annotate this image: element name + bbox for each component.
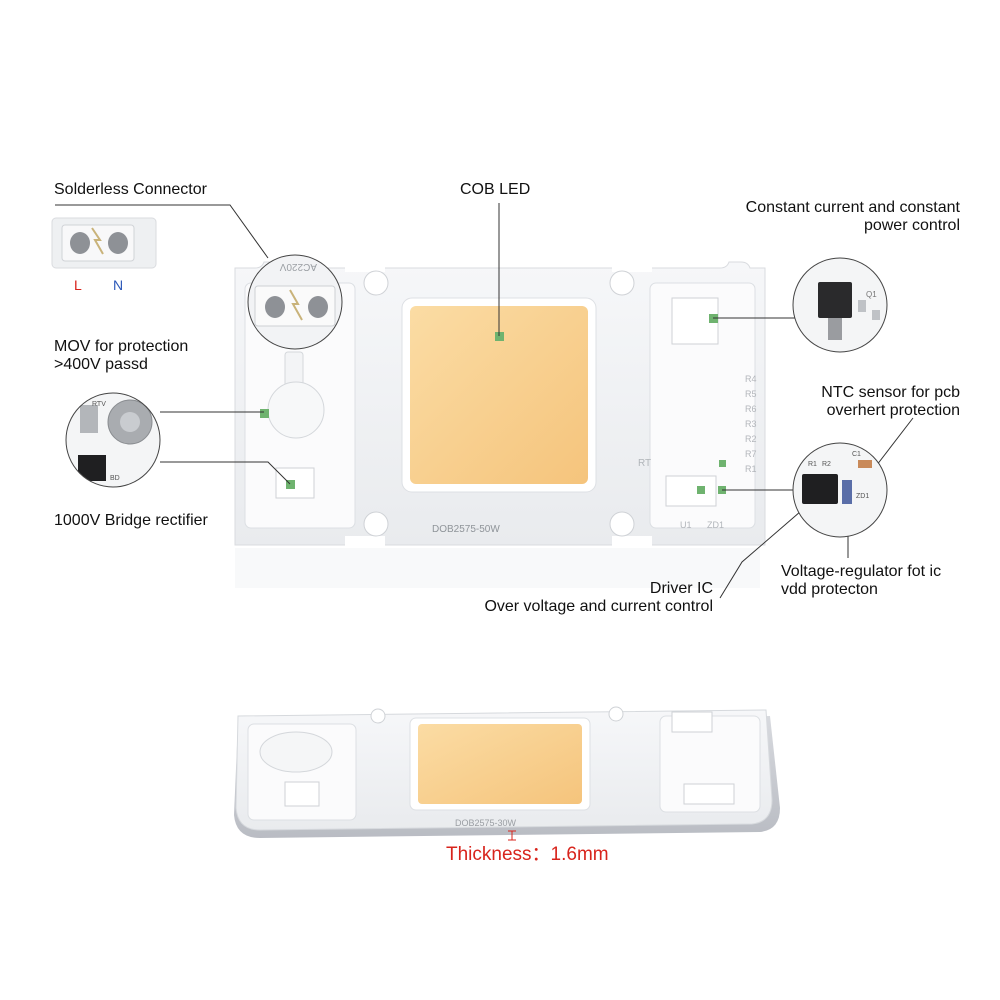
svg-text:DOB2575-30W: DOB2575-30W xyxy=(455,818,517,828)
label-solderless-connector: Solderless Connector xyxy=(54,181,207,198)
svg-text:BD: BD xyxy=(110,475,120,482)
label-mov-line1: MOV for protection xyxy=(54,338,189,355)
svg-text:RTV: RTV xyxy=(92,401,106,408)
svg-text:R5: R5 xyxy=(745,389,757,399)
svg-text:Q1: Q1 xyxy=(866,290,877,299)
svg-text:R3: R3 xyxy=(745,419,757,429)
svg-text:R4: R4 xyxy=(745,374,757,384)
svg-text:ZD1: ZD1 xyxy=(856,493,869,500)
bottom-pcb-board: DOB2575-30W xyxy=(234,706,780,841)
constant-current-zoom: Q1 xyxy=(792,257,888,353)
svg-text:C1: C1 xyxy=(852,451,861,458)
mov-zoom: RTV BD xyxy=(65,392,161,488)
rt-silkscreen: RT xyxy=(638,458,651,469)
leader-lines xyxy=(55,203,914,599)
marker-driver xyxy=(697,486,705,494)
svg-text:R7: R7 xyxy=(745,449,757,459)
label-constant-current-line1: Constant current and constant xyxy=(745,199,960,216)
u1-silkscreen: U1 xyxy=(680,520,692,530)
marker-ntc xyxy=(719,460,726,467)
label-driver-ic-line2: Over voltage and current control xyxy=(484,598,713,615)
svg-text:R2: R2 xyxy=(822,461,831,468)
zd1-silkscreen: ZD1 xyxy=(707,520,724,530)
svg-text:AC220V: AC220V xyxy=(279,261,317,272)
label-regulator-line1: Voltage-regulator fot ic xyxy=(781,563,942,580)
board-model-marking: DOB2575-50W xyxy=(432,524,500,535)
label-line-terminal: L xyxy=(74,277,82,293)
label-neutral-terminal: N xyxy=(113,277,124,293)
resistor-silkscreen-group: R4 R5 R6 R3 R2 R7 R1 xyxy=(745,374,757,474)
label-thickness: Thickness：1.6mm xyxy=(446,844,609,865)
label-mov-line2: >400V passd xyxy=(54,356,148,373)
label-regulator-line2: vdd protecton xyxy=(781,581,878,598)
label-driver-ic-line1: Driver IC xyxy=(649,580,713,597)
label-ntc-line1: NTC sensor for pcb xyxy=(821,384,960,401)
svg-text:R2: R2 xyxy=(745,434,757,444)
svg-text:R1: R1 xyxy=(808,461,817,468)
ntc-zoom: R1 R2 C1 ZD1 xyxy=(792,442,888,538)
marker-rectifier xyxy=(286,480,295,489)
marker-mov xyxy=(260,409,269,418)
connector-zoom-circle: AC220V xyxy=(247,254,343,350)
label-bridge-rectifier: 1000V Bridge rectifier xyxy=(54,512,208,529)
label-constant-current-line2: power control xyxy=(863,217,960,234)
connector-inset xyxy=(51,217,157,269)
label-ntc-line2: overhert protection xyxy=(826,402,960,419)
label-cob-led: COB LED xyxy=(460,181,531,198)
svg-text:R6: R6 xyxy=(745,404,757,414)
svg-text:R1: R1 xyxy=(745,464,757,474)
marker-cob-led xyxy=(495,332,504,341)
